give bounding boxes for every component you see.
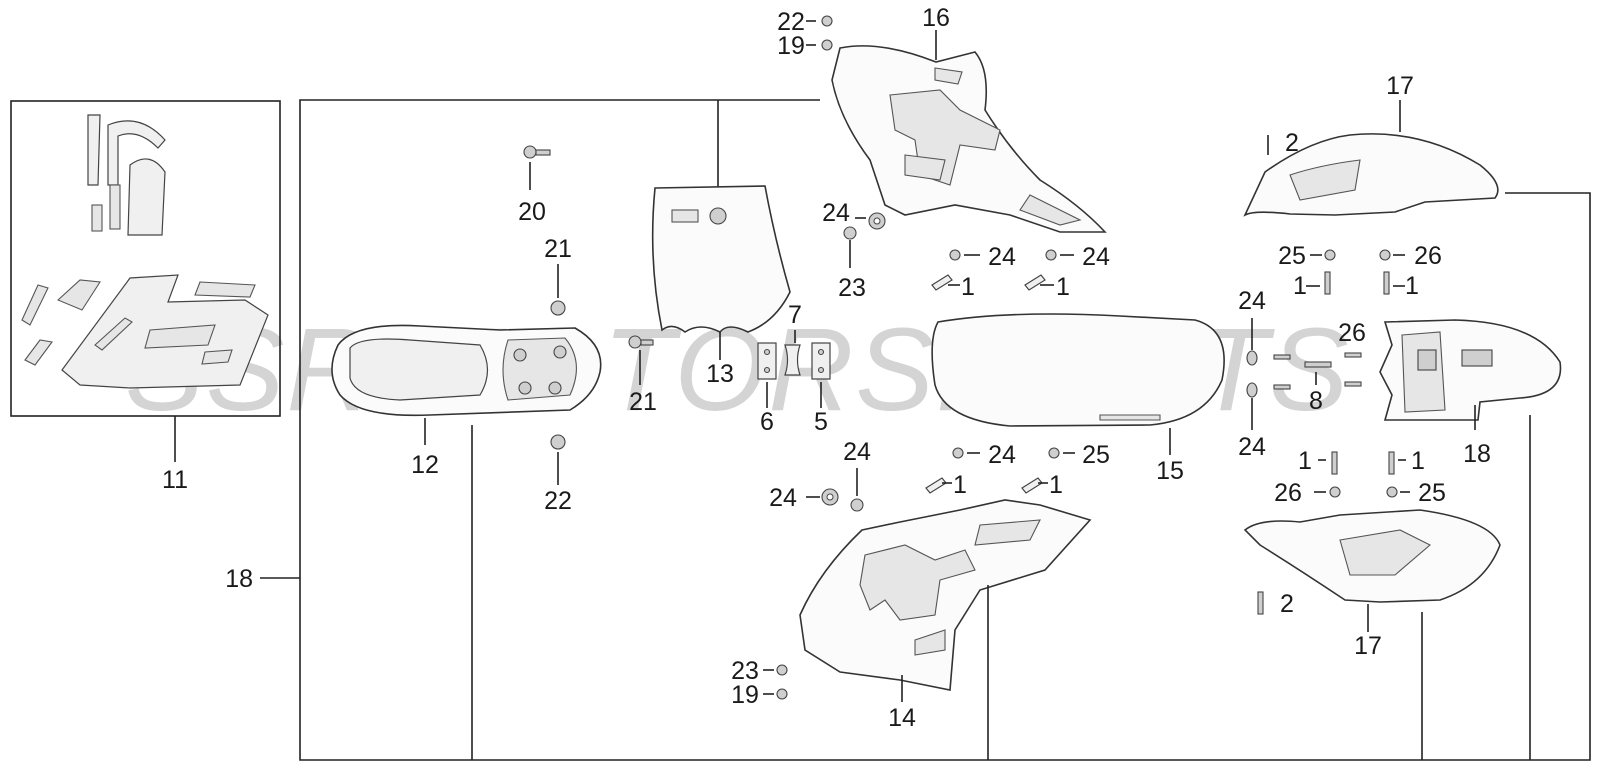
callout-20-top: 22 <box>777 8 805 36</box>
decal-kit-box <box>10 100 281 462</box>
callout-5: 7 <box>788 301 802 329</box>
callout-1-d: 1 <box>1049 471 1063 499</box>
callout-9: 13 <box>706 360 734 388</box>
callout-24-e: 25 <box>1278 242 1306 270</box>
callout-12: 16 <box>922 4 950 32</box>
callout-19-lower: 22 <box>544 487 572 515</box>
callout-13: 17 <box>1386 72 1414 100</box>
callout-20-bottom: 23 <box>731 657 759 685</box>
callout-18-lower: 21 <box>629 388 657 416</box>
callout-1-a: 1 <box>961 273 975 301</box>
callout-2-lower: 2 <box>1280 590 1294 618</box>
top-screw-washer <box>806 15 833 51</box>
callout-24-g: 26 <box>1274 479 1302 507</box>
callout-23-upper: 24 <box>1238 287 1266 315</box>
rear-fender <box>1379 319 1562 760</box>
right-upper-washers <box>1306 249 1405 295</box>
callout-24-f: 26 <box>1414 242 1442 270</box>
right-radiator-shroud <box>799 499 1092 760</box>
callout-23-lower: 24 <box>1238 433 1266 461</box>
callout-8: 12 <box>411 451 439 479</box>
callout-18-upper: 20 <box>518 198 546 226</box>
callout-1-g: 1 <box>1298 447 1312 475</box>
rear-fender-fasteners <box>1246 318 1362 430</box>
left-radiator-shroud <box>831 30 1107 233</box>
left-side-cover <box>1243 100 1499 217</box>
callout-25-upper: 26 <box>1338 319 1366 347</box>
callout-24-a: 24 <box>988 243 1016 271</box>
callout-1-h: 1 <box>1411 447 1425 475</box>
callout-19-upper: 21 <box>544 235 572 263</box>
lower-mid-washers <box>925 447 1075 494</box>
callout-1-f: 1 <box>1405 272 1419 300</box>
right-side-cover <box>1243 509 1501 760</box>
assembly-frame <box>260 99 1591 761</box>
lower-shroud-fasteners <box>806 468 864 512</box>
callout-24-h: 25 <box>1418 479 1446 507</box>
callout-11: 15 <box>1156 457 1184 485</box>
upper-shroud-fasteners <box>843 212 886 268</box>
callout-21-lower: 24 <box>843 438 871 466</box>
callout-1-e: 1 <box>1293 272 1307 300</box>
callout-4: 6 <box>760 408 774 436</box>
callout-22-upper: 24 <box>822 199 850 227</box>
number-plate <box>651 100 791 360</box>
bottom-screw-washer <box>763 664 788 700</box>
front-fender <box>331 324 602 760</box>
callout-15: 18 <box>1463 440 1491 468</box>
callout-2-upper: 2 <box>1285 129 1299 157</box>
fender-bolts <box>523 145 654 485</box>
upper-mid-washers <box>931 249 1074 291</box>
callout-17-bottom: 19 <box>731 681 759 709</box>
callout-24-b: 24 <box>1082 243 1110 271</box>
callout-3: 5 <box>814 408 828 436</box>
callout-labels: 11 18 12 20 21 22 21 13 6 7 5 22 19 16 2… <box>162 4 1491 732</box>
callout-24-d: 25 <box>1082 441 1110 469</box>
callout-24-c: 24 <box>988 441 1016 469</box>
callout-14: 17 <box>1354 632 1382 660</box>
callout-10: 14 <box>888 704 916 732</box>
callout-1-c: 1 <box>953 471 967 499</box>
callout-16: 18 <box>225 565 253 593</box>
callout-7: 11 <box>162 466 188 494</box>
callout-17-top: 19 <box>777 32 805 60</box>
brackets <box>757 330 831 408</box>
callout-1-b: 1 <box>1056 273 1070 301</box>
right-lower-washers <box>1314 451 1410 498</box>
callout-6: 8 <box>1309 387 1323 415</box>
seat <box>931 313 1225 455</box>
callout-22-lower: 24 <box>769 484 797 512</box>
callout-21-upper: 23 <box>838 274 866 302</box>
